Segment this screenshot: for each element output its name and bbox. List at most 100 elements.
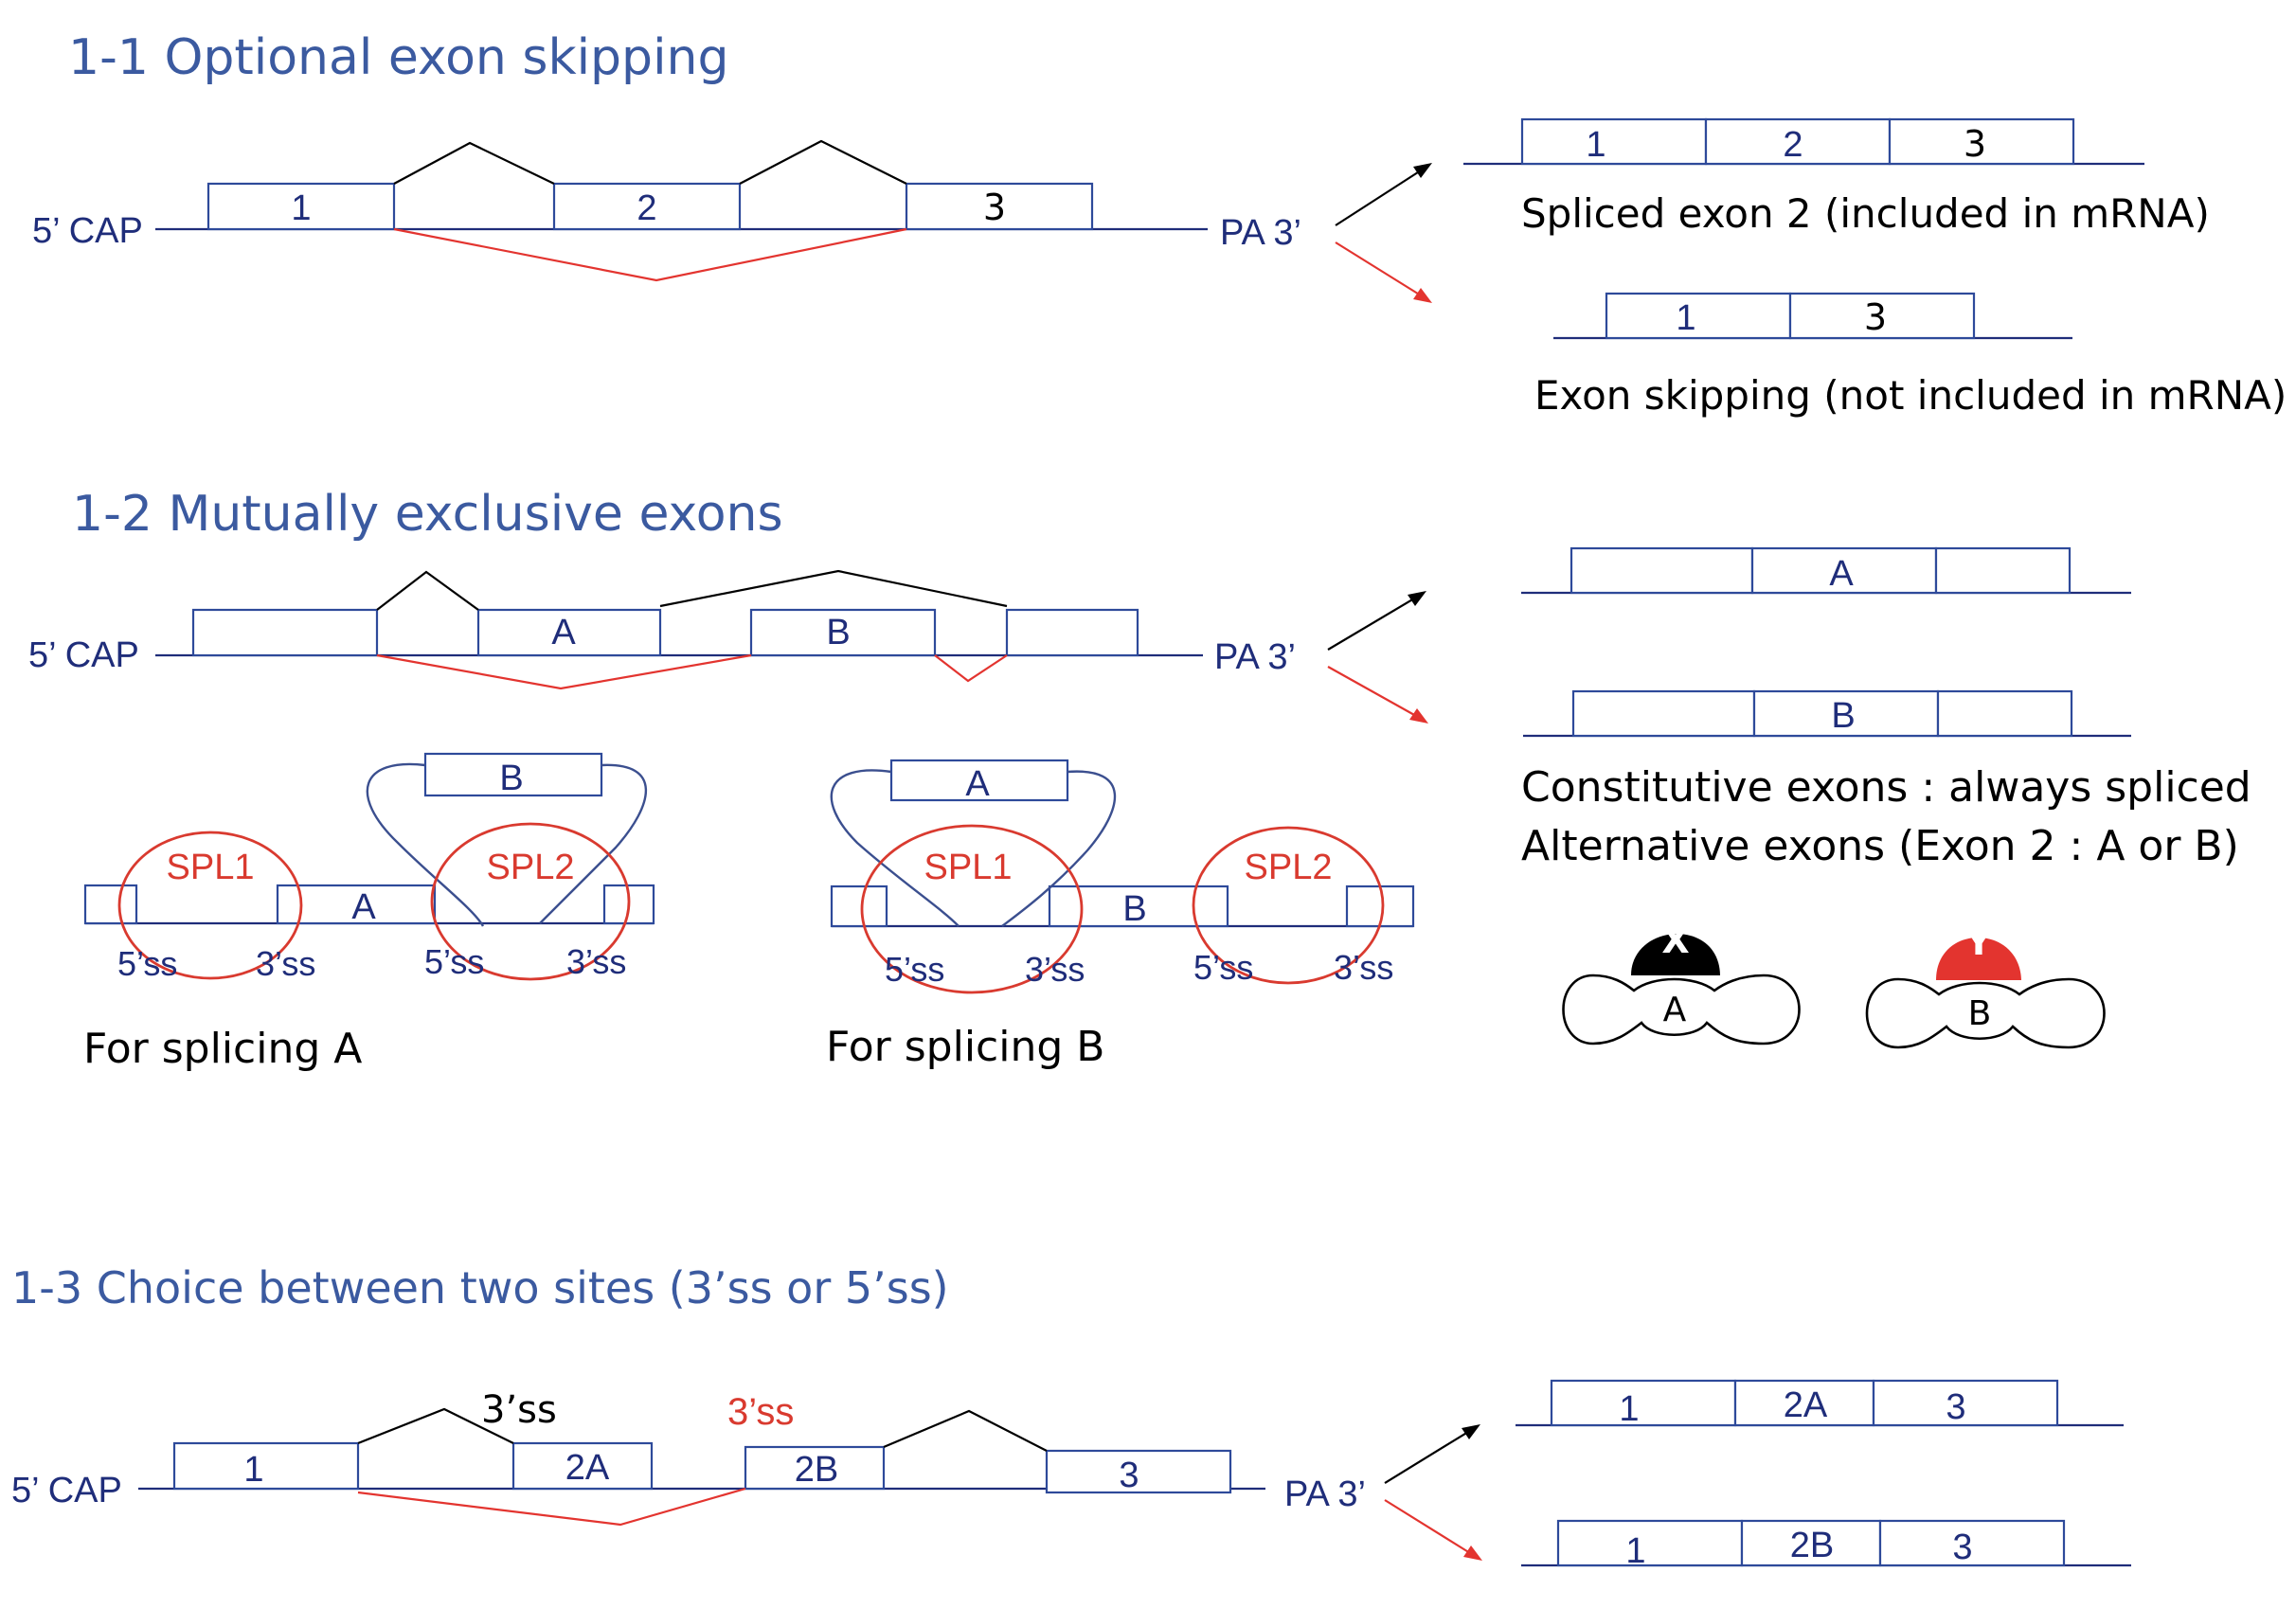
- s1-skip-exon-3-label: 3: [1864, 296, 1887, 338]
- blob-a-label: A: [1663, 991, 1687, 1029]
- s1-skip-exon-1-label: 1: [1676, 298, 1695, 338]
- factor-x-cap: [1631, 934, 1720, 975]
- s1-exon-2: [552, 182, 742, 231]
- spl1-label-b: SPL1: [924, 848, 1013, 887]
- s3-cap-label: 5’ CAP: [11, 1471, 122, 1510]
- blob-b-label: B: [1968, 994, 1992, 1033]
- s3-splice-2b: [357, 1487, 746, 1527]
- s2-cap-label: 5’ CAP: [28, 635, 139, 675]
- s2-exon-a-label: A: [551, 613, 576, 652]
- s3-exon-2b-label: 2B: [795, 1450, 838, 1490]
- mech-a-exon-b-label: B: [499, 759, 523, 798]
- section-title-1-3: 1-3 Choice between two sites (3’ss or 5’…: [11, 1262, 949, 1313]
- s3-splice-3: [883, 1409, 1048, 1452]
- ss3-label-b1: 3’ss: [1025, 950, 1085, 989]
- s1-arrows: [1335, 163, 1432, 303]
- s3-prod-a-exon-2a: 2A: [1784, 1385, 1828, 1425]
- s2-gene: 5’ CAP A B PA 3’: [28, 569, 1296, 690]
- s1-exon-1: [206, 182, 396, 231]
- section-title-1-2: 1-2 Mutually exclusive exons: [72, 486, 783, 543]
- spl1-label-a: SPL1: [167, 848, 255, 887]
- s1-exon-3: [905, 182, 1094, 231]
- ss5-label-a2: 5’ss: [424, 942, 484, 981]
- s3-pa-label: PA 3’: [1284, 1474, 1366, 1514]
- s2-arrows: [1327, 591, 1428, 724]
- factor-y-cap: [1936, 938, 2021, 980]
- factor-x-complex: X A: [1562, 920, 1801, 1045]
- section-title-1-1: 1-1 Optional exon skipping: [68, 29, 728, 86]
- s3-product-2b: 1 2B 3: [1521, 1519, 2131, 1571]
- s3-prod-b-exon-2b: 2B: [1790, 1526, 1834, 1565]
- factor-y-complex: Y B: [1865, 921, 2106, 1049]
- ss5-label-b2: 5’ss: [1193, 948, 1253, 987]
- caption-spliced-exon-2: Spliced exon 2 (included in mRNA): [1521, 190, 2210, 237]
- splicing-a-mechanism: A B SPL1 SPL2 5’ss 3’ss 5’ss 3’ss For sp…: [83, 752, 655, 1073]
- s3-prod-b-exon-3: 3: [1952, 1528, 1972, 1567]
- spl2-circle-a: [430, 822, 631, 981]
- s3-splice-2a: [357, 1407, 514, 1445]
- s3-product-2a: 1 2A 3: [1516, 1379, 2124, 1429]
- caption-exon-skipping: Exon skipping (not included in mRNA): [1534, 372, 2287, 419]
- s1-splice-inclusion-1: [393, 141, 555, 185]
- caption-for-splicing-a: For splicing A: [83, 1025, 362, 1073]
- s1-inc-exon-3-label: 3: [1964, 123, 1986, 165]
- s2-product-b: B: [1523, 689, 2131, 738]
- caption-for-splicing-b: For splicing B: [826, 1023, 1104, 1071]
- ss3-label-a1: 3’ss: [256, 944, 315, 983]
- spl1-circle-a: [117, 831, 303, 980]
- s1-exon-1-label: 1: [291, 188, 311, 228]
- ss3-label-b2: 3’ss: [1334, 948, 1393, 987]
- s3-prod-a-exon-3: 3: [1946, 1387, 1965, 1427]
- s1-product-inclusion: 1 2 3 Spliced exon 2 (included in mRNA): [1463, 117, 2210, 237]
- s1-gene: 5’ CAP 1 2 3 PA 3’: [32, 139, 1301, 282]
- factor-x-label: X: [1661, 920, 1689, 961]
- s1-exon-2-label: 2: [637, 188, 656, 228]
- mech-a-loop-left: [366, 762, 485, 927]
- s1-pa-label: PA 3’: [1220, 213, 1301, 253]
- s2-prod-a-label: A: [1829, 554, 1854, 594]
- s3-arrows: [1384, 1424, 1482, 1561]
- s3-ss3-black-label: 3’ss: [481, 1388, 557, 1432]
- s3-prod-b-exon-1: 1: [1625, 1531, 1645, 1571]
- s1-inc-exon-1-label: 1: [1586, 125, 1605, 165]
- caption-alternative: Alternative exons (Exon 2 : A or B): [1521, 822, 2239, 870]
- ss5-label-a1: 5’ss: [117, 944, 177, 983]
- s3-exon-1-label: 1: [243, 1450, 263, 1490]
- s2-splice-b-2: [934, 654, 1008, 683]
- s2-splice-b-1: [376, 653, 752, 690]
- s3-exon-2a-label: 2A: [565, 1448, 610, 1488]
- s3-ss3-red-label: 3’ss: [727, 1391, 794, 1433]
- splicing-b-mechanism: B A SPL1 SPL2 5’ss 3’ss 5’ss 3’ss For sp…: [826, 759, 1415, 1071]
- s1-splice-inclusion-2: [739, 139, 907, 185]
- s3-exon-3-label: 3: [1119, 1456, 1139, 1495]
- s2-pa-label: PA 3’: [1214, 637, 1296, 677]
- spl2-label-b: SPL2: [1245, 848, 1333, 887]
- s2-exon-b-label: B: [826, 613, 850, 652]
- ss5-label-b1: 5’ss: [885, 950, 944, 989]
- caption-constitutive: Constitutive exons : always spliced: [1521, 763, 2251, 812]
- mech-b-exon-b-label: B: [1122, 889, 1146, 929]
- s3-prod-a-exon-1: 1: [1619, 1389, 1639, 1429]
- blob-a: [1562, 974, 1801, 1045]
- s1-exon-3-label: 3: [983, 187, 1006, 228]
- mech-a-loop-right: [539, 763, 648, 924]
- factor-y-label: Y: [1964, 921, 1992, 963]
- s1-splice-skipping: [393, 227, 907, 282]
- spl2-label-a: SPL2: [487, 848, 575, 887]
- s2-splice-a-2: [659, 569, 1008, 608]
- s3-gene: 5’ CAP 1 2A 2B 3 3’ss 3’ss PA 3’: [11, 1388, 1366, 1527]
- mech-b-loop-right: [1001, 770, 1117, 927]
- mech-b-exon-a-label: A: [965, 764, 990, 804]
- mech-a-exon-a-label: A: [351, 887, 376, 927]
- s2-prod-b-label: B: [1831, 696, 1855, 736]
- s2-product-a: A: [1521, 546, 2131, 595]
- ss3-label-a2: 3’ss: [566, 942, 626, 981]
- spl1-circle-b: [860, 824, 1084, 994]
- s1-cap-label: 5’ CAP: [32, 211, 143, 251]
- mech-b-loop-left: [830, 769, 960, 927]
- s2-splice-a-1: [376, 570, 479, 611]
- s1-product-skipping: 1 3 Exon skipping (not included in mRNA): [1534, 292, 2287, 419]
- blob-b: [1865, 977, 2106, 1049]
- s1-inc-exon-2-label: 2: [1783, 125, 1803, 165]
